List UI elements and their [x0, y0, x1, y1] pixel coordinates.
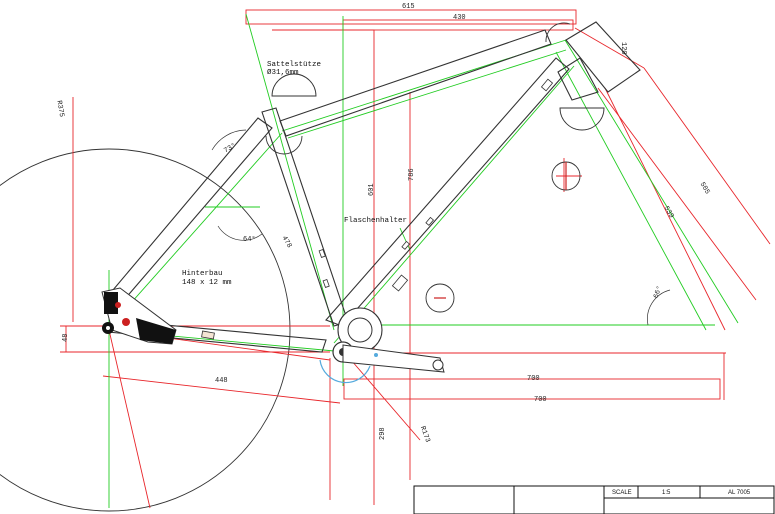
angle-arc-66 [647, 289, 671, 326]
title-block-material: AL 7005 [728, 490, 751, 496]
label-rear-triangle: Hinterbau [182, 270, 223, 278]
dim-700-upper: 700 [527, 375, 540, 383]
head-gusset-lower [559, 107, 605, 131]
angle-64: 64° [243, 235, 256, 244]
rear-dropout-assembly [101, 287, 177, 345]
title-block [413, 485, 775, 514]
dim-615: 615 [402, 3, 415, 11]
dim-48: 48 [62, 334, 70, 342]
dim-430: 430 [453, 14, 466, 22]
head-tube-gusset [557, 57, 599, 101]
dim-478: 478 [280, 235, 293, 250]
dim-505: 505 [698, 181, 711, 196]
brake-bridge-gusset [265, 135, 303, 155]
dim-601: 601 [368, 183, 376, 196]
label-bottle-mount: Flaschenhalter [344, 217, 407, 225]
top-tube [279, 29, 552, 137]
down-tube [325, 57, 570, 327]
dim-120: 120 [619, 42, 627, 55]
red-dimension-lines [60, 9, 771, 509]
title-block-scale-value: 1:5 [662, 490, 671, 496]
dim-448: 448 [215, 377, 228, 385]
angle-arc-64 [217, 225, 263, 241]
dim-700-lower: 700 [534, 396, 547, 404]
label-seatpost-size: Ø31,6mm [267, 68, 299, 77]
green-geometry-lines [106, 13, 739, 508]
head-tube [565, 21, 641, 93]
rear-wheel-outline [0, 148, 291, 512]
label-rear-axle: 148 x 12 mm [182, 279, 232, 287]
dim-298: 298 [379, 427, 387, 440]
dim-539: 539 [662, 205, 675, 220]
title-block-scale-label: SCALE [612, 490, 632, 496]
bottle-mount-bolts [201, 78, 554, 340]
seat-clamp-gusset [271, 73, 317, 97]
crank-arm [342, 344, 445, 373]
dim-bb-radius: R173 [418, 425, 431, 444]
angle-66: 66° [652, 285, 665, 300]
bottom-bracket [319, 307, 445, 384]
bottle-boss-circle [425, 283, 455, 313]
label-seatpost: Sattelstütze [267, 61, 321, 69]
dim-wheel-radius: R375 [54, 100, 65, 118]
dim-786: 786 [408, 168, 416, 181]
angle-arc-73 [211, 129, 247, 151]
angle-73: 73° [222, 141, 237, 155]
head-gusset-upper [545, 22, 571, 43]
